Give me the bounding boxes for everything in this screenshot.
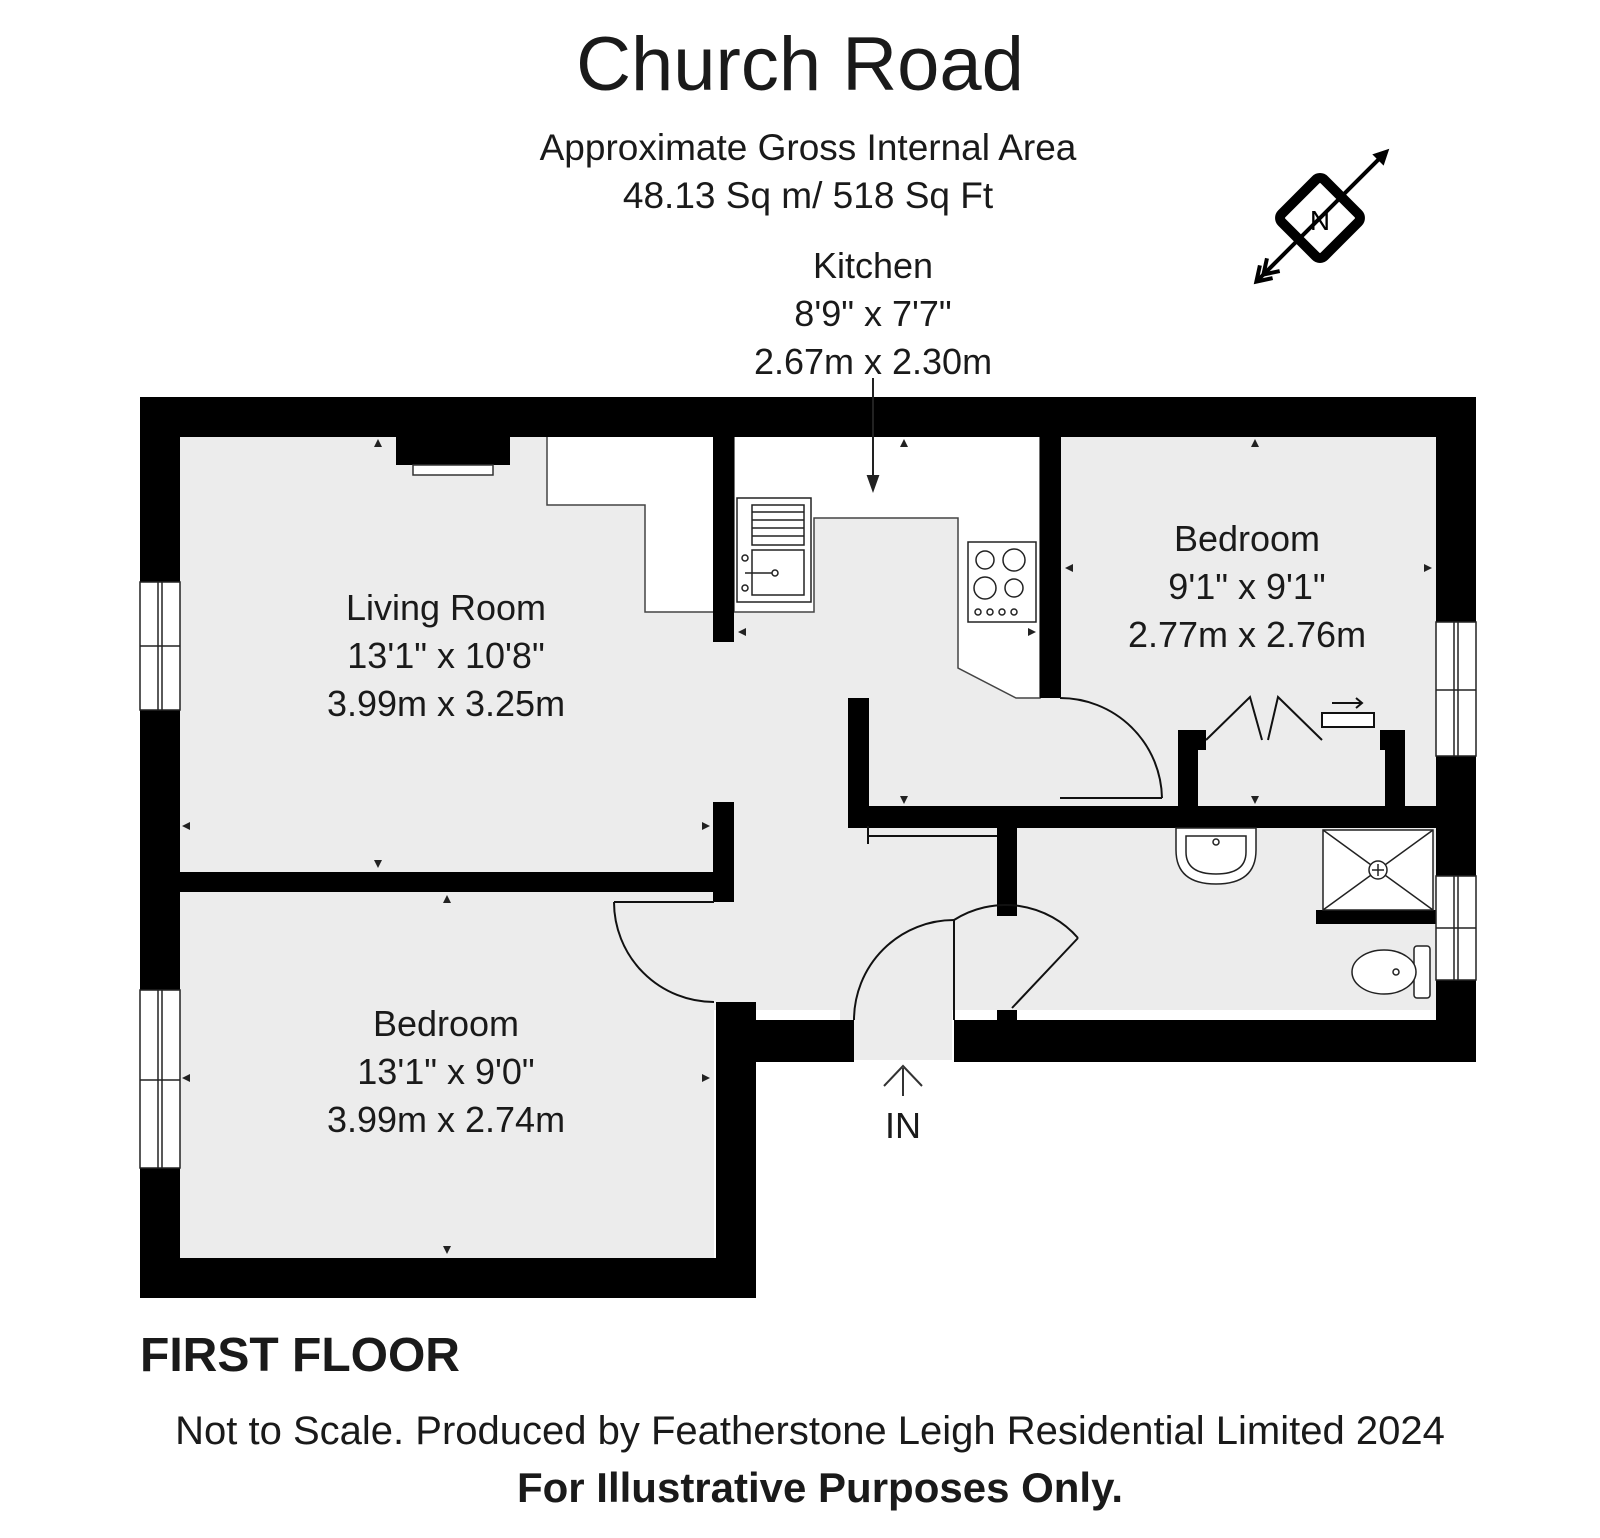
north-arrow-icon <box>1253 148 1390 285</box>
doors <box>613 697 1163 1021</box>
room-label-kitchen: Kitchen 8'9" x 7'7" 2.67m x 2.30m <box>723 242 1023 386</box>
door-entrance <box>853 919 955 1021</box>
floor-label: FIRST FLOOR <box>140 1329 460 1382</box>
room-label-bedroom-2: Bedroom 13'1" x 9'0" 3.99m x 2.74m <box>296 1000 596 1144</box>
door-bedroom2 <box>613 901 715 1003</box>
walls <box>140 397 1476 1298</box>
room-imperial: 13'1" x 10'8" <box>347 635 545 676</box>
illustrative-notice: For Illustrative Purposes Only. <box>516 1464 1124 1511</box>
kitchen-sink-icon <box>736 497 812 603</box>
room-label-living-room: Living Room 13'1" x 10'8" 3.99m x 3.25m <box>296 584 596 728</box>
kitchen-pointer <box>866 378 880 493</box>
room-metric: 3.99m x 3.25m <box>326 683 566 724</box>
room-name: Bedroom <box>372 1003 520 1044</box>
disclaimer: Not to Scale. Produced by Featherstone L… <box>175 1409 1445 1453</box>
shower-icon <box>1322 829 1434 911</box>
room-name: Kitchen <box>812 245 934 286</box>
toilet-icon <box>1351 945 1431 999</box>
wardrobe-doors <box>1205 695 1375 741</box>
hob-icon <box>967 541 1037 623</box>
area-value: 48.13 Sq m/ 518 Sq Ft <box>622 175 994 216</box>
entrance-label: IN <box>885 1105 921 1146</box>
windows <box>139 581 1477 1169</box>
dimension-arrows <box>182 439 1432 1254</box>
room-label-bedroom-1: Bedroom 9'1" x 9'1" 2.77m x 2.76m <box>1097 515 1397 659</box>
room-metric: 3.99m x 2.74m <box>326 1099 566 1140</box>
room-metric: 2.77m x 2.76m <box>1127 614 1367 655</box>
basin-icon <box>1175 827 1257 885</box>
room-name: Living Room <box>345 587 547 628</box>
room-metric: 2.67m x 2.30m <box>753 341 993 382</box>
room-imperial: 13'1" x 9'0" <box>357 1051 535 1092</box>
door-kitchen-bedroom <box>1059 697 1163 799</box>
room-imperial: 8'9" x 7'7" <box>794 293 952 334</box>
room-imperial: 9'1" x 9'1" <box>1168 566 1326 607</box>
room-name: Bedroom <box>1173 518 1321 559</box>
entrance-arrow-icon <box>883 1064 923 1096</box>
area-heading: Approximate Gross Internal Area <box>539 127 1077 168</box>
fireplace-hearth <box>412 464 494 476</box>
page-title: Church Road <box>576 22 1024 107</box>
compass-label: N <box>1310 205 1330 236</box>
